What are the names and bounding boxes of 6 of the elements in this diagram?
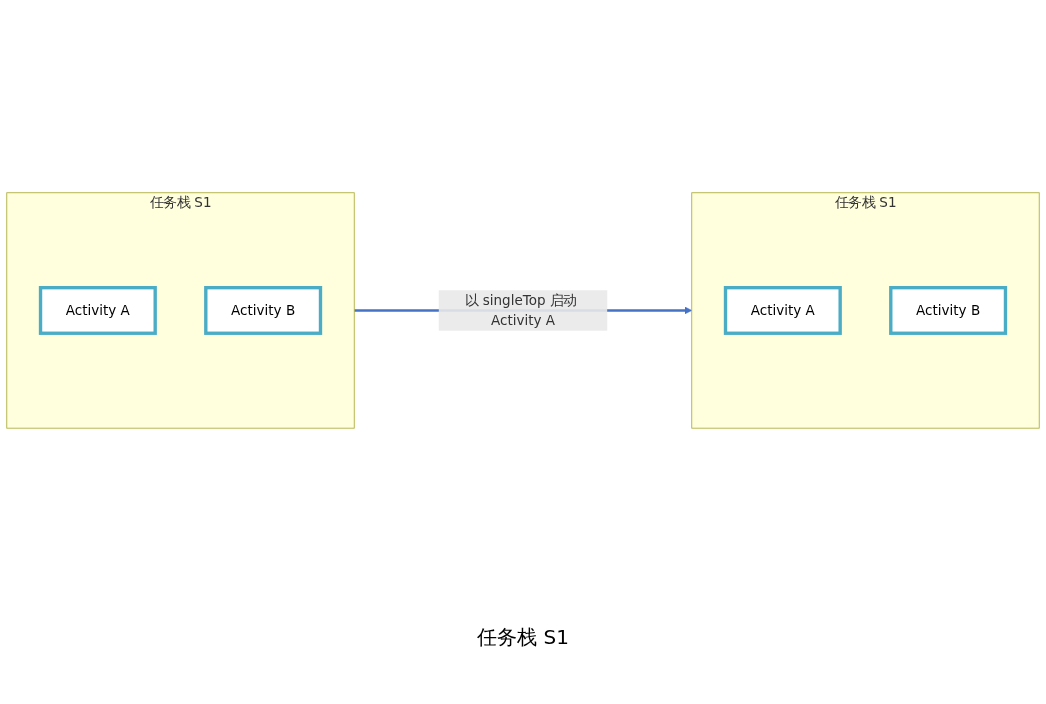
stack-label: 任务栈 S1 <box>477 624 569 651</box>
edge-label: 以 singleTop 启动 Activity A <box>464 291 577 328</box>
node-box: Activity A <box>38 285 157 335</box>
node-box: Activity B <box>204 285 323 335</box>
node-box: Activity A <box>723 285 842 335</box>
node-box: Activity B <box>889 285 1008 335</box>
